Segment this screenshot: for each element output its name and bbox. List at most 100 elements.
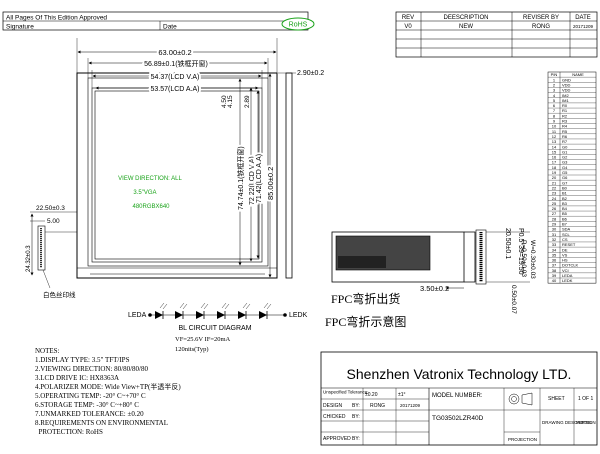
dim-lcd-aa-height: 71.42(LCD A.A) (256, 154, 263, 203)
approved-label: APPROVED (323, 436, 351, 442)
pin-number: 11 (552, 129, 557, 134)
pin-name: G7 (562, 180, 568, 185)
led-diode-icon (175, 311, 183, 319)
pin-name: B3 (562, 201, 568, 206)
height-dimensions: 74.74±0.1(铁框开窗) 72.22(LCD V.A) 71.42(LCD… (234, 73, 277, 278)
pin-name: LEDK (562, 278, 573, 283)
pin-name: R7 (562, 139, 568, 144)
approved-by-label: BY: (352, 436, 360, 442)
dim-lcd-va-width: 54.37(LCD V.A) (151, 74, 200, 81)
design-by: RONG (370, 403, 385, 409)
pin-number: 7 (553, 108, 556, 113)
led-ray (224, 303, 230, 310)
pin-number: 26 (552, 206, 557, 211)
dim-pin-pitch: P=0.50±0.03 (520, 240, 527, 277)
view-direction-text: VIEW DIRECTION: ALL (118, 176, 182, 182)
rev-header-date: DATE (575, 15, 591, 21)
pin-number: 31 (552, 232, 557, 237)
fpc-note-line1: FPC弯折出货 (331, 291, 400, 306)
pin-number: 30 (552, 227, 557, 232)
fpc-bend-view: 3.50±0.2 P0.5*39=19.50 20.50±0.1 W=0.30±… (331, 228, 536, 314)
model-number: TG03502LZR40D (432, 415, 484, 422)
pin-name: G1 (562, 149, 568, 154)
drawing-desc-label: DRAWING DESCRIPTION (542, 420, 596, 425)
dim-top-offset-a: 4.50 (221, 95, 228, 108)
pin-name: HS (562, 258, 568, 263)
pin-number: 36 (552, 258, 557, 263)
pin-name: LEDA (562, 273, 573, 278)
fpc-notes: FPC弯折出货 FPC弯折示意图 (325, 291, 406, 329)
pin-number: 17 (552, 160, 557, 165)
revision-table: REV DEESCRIPTION REVISER BY DATE V0 NEW … (395, 11, 598, 58)
rev-header-rev: REV (402, 15, 414, 21)
bl-title: BL CIRCUIT DIAGRAM (178, 325, 251, 332)
fpc-left-dims: 22.50±0.3 5.00 24.32±0.3 白色丝印线 (26, 205, 77, 299)
pin-name: R4 (562, 124, 568, 129)
approval-box: All Pages Of This Edition Approved Signa… (2, 11, 309, 31)
pin-number: 29 (552, 222, 557, 227)
pin-number: 21 (552, 180, 557, 185)
pin-name: CS (562, 237, 568, 242)
checked-label: CHICKED (323, 414, 346, 420)
pin-number: 12 (552, 134, 557, 139)
pin-number: 22 (552, 185, 557, 190)
led-ray (263, 302, 269, 309)
pin-name: IM2 (562, 93, 569, 98)
pin-name: R5 (562, 129, 568, 134)
pin-name: SCL (562, 232, 571, 237)
dim-fpc-bend: 3.50±0.2 (420, 284, 449, 293)
led-ray (200, 302, 206, 309)
unspecified-label: Unspecified Tolerance: (323, 390, 368, 395)
pin-number: 19 (552, 170, 557, 175)
dim-top-offset-b: 4.15 (227, 95, 234, 108)
led-ray (159, 302, 165, 309)
lcd-front-view: VIEW DIRECTION: ALL 3.5"VGA 480RGBX640 (76, 72, 278, 279)
design-date: 20171209 (400, 403, 421, 408)
pin-number: 9 (553, 119, 556, 124)
note-item-6: 6.STORAGE TEMP: -30° C~+80° C (35, 401, 139, 409)
dim-fpc-gap: 5.00 (47, 218, 60, 225)
dim-bezel-width: 56.89±0.1(铁框开窗) (144, 59, 208, 68)
bl-spec-vf: VF=25.6V IF=20mA (175, 336, 231, 343)
pin-name: G3 (562, 160, 568, 165)
pin-name: VDD (562, 88, 571, 93)
led-diode-icon (155, 311, 163, 319)
pin-number: 33 (552, 242, 557, 247)
approval-signature-label: Signature (6, 24, 34, 31)
pin-name: B2 (562, 196, 568, 201)
rev-cell-date: 20171209 (573, 24, 594, 29)
pin-number: 8 (553, 113, 556, 118)
dim-bezel-height: 74.74±0.1(铁框开窗) (236, 146, 245, 210)
approval-date-label: Date (163, 24, 177, 31)
led-diode-icon (259, 311, 267, 319)
pin-name: DE (562, 247, 568, 252)
pin-number: 34 (552, 247, 557, 252)
note-item-7: 7.UNMARKED TOLERANCE: ±0.20 (35, 410, 144, 418)
dim-pin-width: W=0.30±0.03 (529, 240, 536, 279)
led-ray (221, 302, 227, 309)
projection-symbol-icon (508, 392, 533, 406)
led-diode-icon (238, 311, 246, 319)
note-item-3: 3.LCD DRIVE IC: HX8363A (35, 374, 119, 382)
pin-number: 20 (552, 175, 557, 180)
led-ray (245, 303, 251, 310)
dim-outline-width: 63.00±0.2 (158, 48, 191, 57)
approval-line1: All Pages Of This Edition Approved (6, 15, 107, 22)
design-by-label: BY: (352, 403, 360, 409)
pin-number: 23 (552, 191, 557, 196)
width-dimensions: 63.00±0.2 56.89±0.1(铁框开窗) 54.37(LCD V.A)… (76, 38, 278, 95)
bl-anode-label: LEDA (128, 312, 147, 319)
note-item-9: PROTECTION: RoHS (35, 428, 103, 436)
pin-name: VCI (562, 268, 569, 273)
pin-number: 32 (552, 237, 557, 242)
backlight-circuit: LEDA LEDK BL CIRCUIT DIAGRAM VF=25.6V IF… (128, 302, 308, 353)
notes-block: NOTES: 1.DISPLAY TYPE: 3.5" TFT/IPS 2.VI… (35, 347, 181, 436)
pin-name: RESET (562, 242, 576, 247)
pin-name: B4 (562, 206, 568, 211)
dim-lcd-aa-width: 53.57(LCD A.A) (150, 86, 199, 93)
model-number-label: MODEL NUMBER: (432, 393, 483, 399)
pin-name: G6 (562, 175, 568, 180)
dim-pitch-total: P0.5*39=19.50 (517, 228, 524, 275)
